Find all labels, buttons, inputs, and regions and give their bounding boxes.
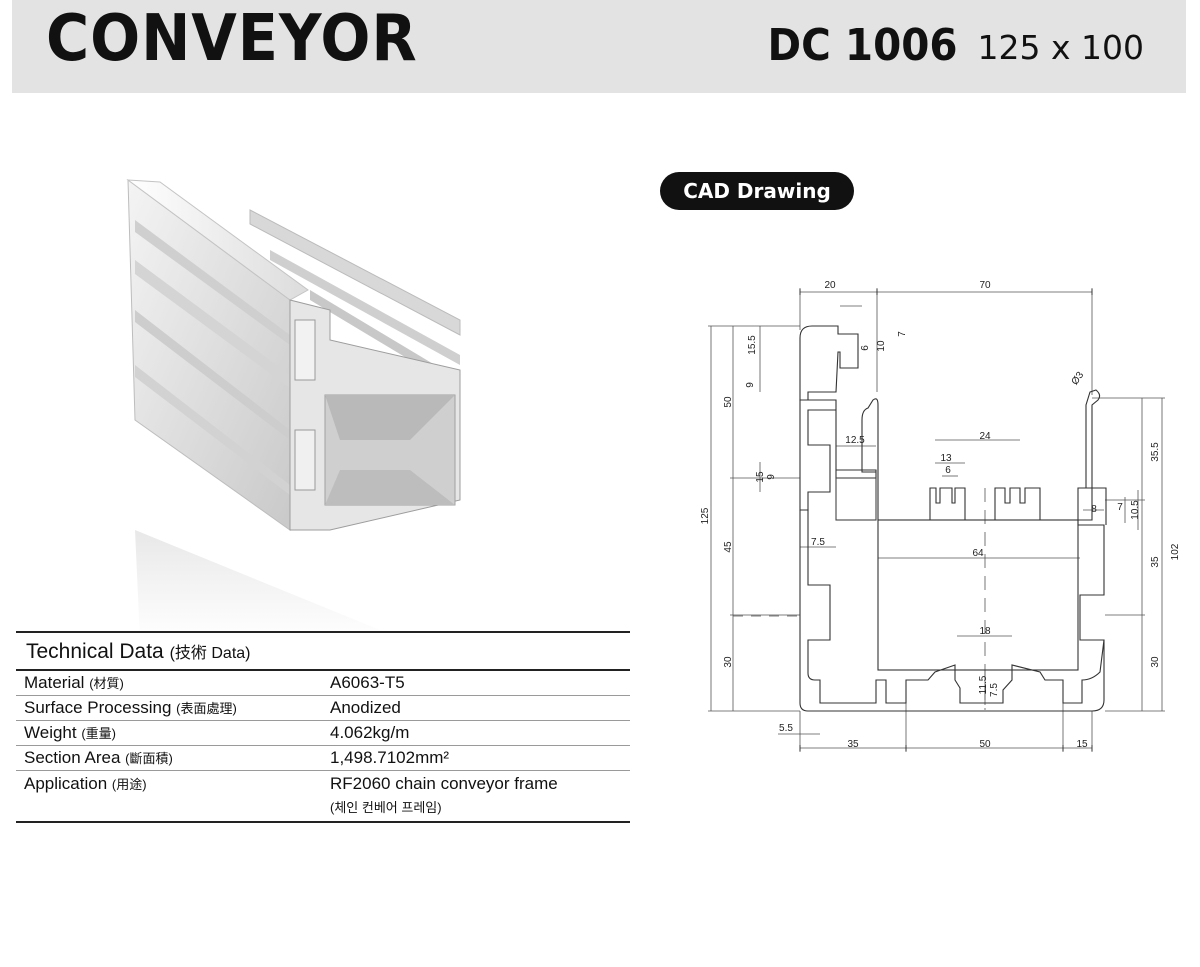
row-key-sub: (表面處理) <box>176 701 237 716</box>
dim-35-5: 35.5 <box>1150 442 1161 462</box>
row-key-text: Section Area <box>24 748 121 767</box>
dim-30-right: 30 <box>1150 656 1161 668</box>
cad-drawing-badge: CAD Drawing <box>660 172 854 210</box>
dim-5-5: 5.5 <box>779 723 793 734</box>
row-key-text: Material <box>24 673 85 692</box>
dim-12-5: 12.5 <box>845 435 865 446</box>
dim-top-20: 20 <box>824 280 836 291</box>
dim-15-5: 15.5 <box>747 335 758 355</box>
product-category-title: CONVEYOR <box>46 2 418 76</box>
technical-data-title-sub: (技術 Data) <box>169 645 251 662</box>
row-value-note: (체인 컨베어 프레임) <box>330 800 442 815</box>
table-top-rule <box>16 631 630 633</box>
row-key: Section Area (斷面積) <box>16 748 330 768</box>
row-value: A6063-T5 <box>330 673 405 692</box>
dim-45: 45 <box>723 541 734 553</box>
header-bar: CONVEYOR DC 1006 125 x 100 <box>12 0 1186 93</box>
dim-64: 64 <box>972 548 984 559</box>
dim-6b: 6 <box>945 465 951 476</box>
row-key-text: Surface Processing <box>24 698 172 717</box>
dim-7-5b: 7.5 <box>989 683 1000 697</box>
row-key: Material (材質) <box>16 673 330 693</box>
dim-7b: 7 <box>1117 502 1123 513</box>
row-value: 1,498.7102mm² <box>330 748 450 767</box>
table-header-rule <box>16 669 630 671</box>
dim-9a: 9 <box>745 382 756 388</box>
table-bottom-rule <box>16 821 630 823</box>
row-value: 4.062kg/m <box>330 723 410 742</box>
table-row: Surface Processing (表面處理) Anodized <box>16 696 630 721</box>
row-key-sub: (重量) <box>81 726 117 741</box>
dim-10-5: 10.5 <box>1130 500 1141 520</box>
dim-18: 18 <box>979 626 991 637</box>
row-value: RF2060 chain conveyor frame (체인 컨베어 프레임) <box>330 771 630 816</box>
row-key-sub: (用途) <box>111 777 147 792</box>
dim-102: 102 <box>1170 543 1181 560</box>
dim-11-5: 11.5 <box>978 675 989 694</box>
dim-7: 7 <box>897 331 908 337</box>
table-row: Material (材質) A6063-T5 <box>16 671 630 696</box>
table-row: Application (用途) RF2060 chain conveyor f… <box>16 771 630 821</box>
row-key-text: Weight <box>24 723 77 742</box>
product-code: DC 1006 <box>767 20 958 71</box>
row-key: Surface Processing (表面處理) <box>16 698 330 718</box>
dim-phi3: Ø3 <box>1070 370 1087 388</box>
row-value: Anodized <box>330 698 401 717</box>
profile-product-image <box>126 178 461 640</box>
dim-top-70: 70 <box>979 280 991 291</box>
dim-10: 10 <box>876 340 887 352</box>
technical-data-title-text: Technical Data <box>26 640 164 663</box>
dim-125: 125 <box>700 507 711 524</box>
dim-bottom-15: 15 <box>1076 739 1088 750</box>
technical-data-title: Technical Data (技術 Data) <box>16 633 630 667</box>
dim-30-left: 30 <box>723 656 734 668</box>
technical-data-table: Technical Data (技術 Data) Material (材質) A… <box>16 631 630 823</box>
cad-drawing: 20 70 7 10 6 15.5 9 50 Ø3 12.5 24 13 6 3… <box>700 280 1181 752</box>
row-key-text: Application <box>24 774 108 793</box>
dim-24: 24 <box>979 431 991 442</box>
row-value-text: RF2060 chain conveyor frame <box>330 774 558 793</box>
dim-8: 8 <box>1091 504 1097 515</box>
row-key: Application (用途) <box>16 771 330 794</box>
row-key-sub: (材質) <box>89 676 124 691</box>
dim-15: 15 <box>755 471 766 483</box>
dim-13: 13 <box>940 453 952 464</box>
dim-6a: 6 <box>860 345 871 351</box>
row-key-sub: (斷面積) <box>125 751 173 766</box>
dim-50: 50 <box>723 396 734 408</box>
table-row: Section Area (斷面積) 1,498.7102mm² <box>16 746 630 771</box>
table-row: Weight (重量) 4.062kg/m <box>16 721 630 746</box>
product-size: 125 x 100 <box>977 28 1144 67</box>
dim-9b: 9 <box>766 474 777 480</box>
dim-35-right: 35 <box>1150 556 1161 568</box>
dim-7-5: 7.5 <box>811 537 825 548</box>
dim-bottom-50: 50 <box>979 739 991 750</box>
dim-bottom-35: 35 <box>847 739 859 750</box>
row-key: Weight (重量) <box>16 723 330 743</box>
